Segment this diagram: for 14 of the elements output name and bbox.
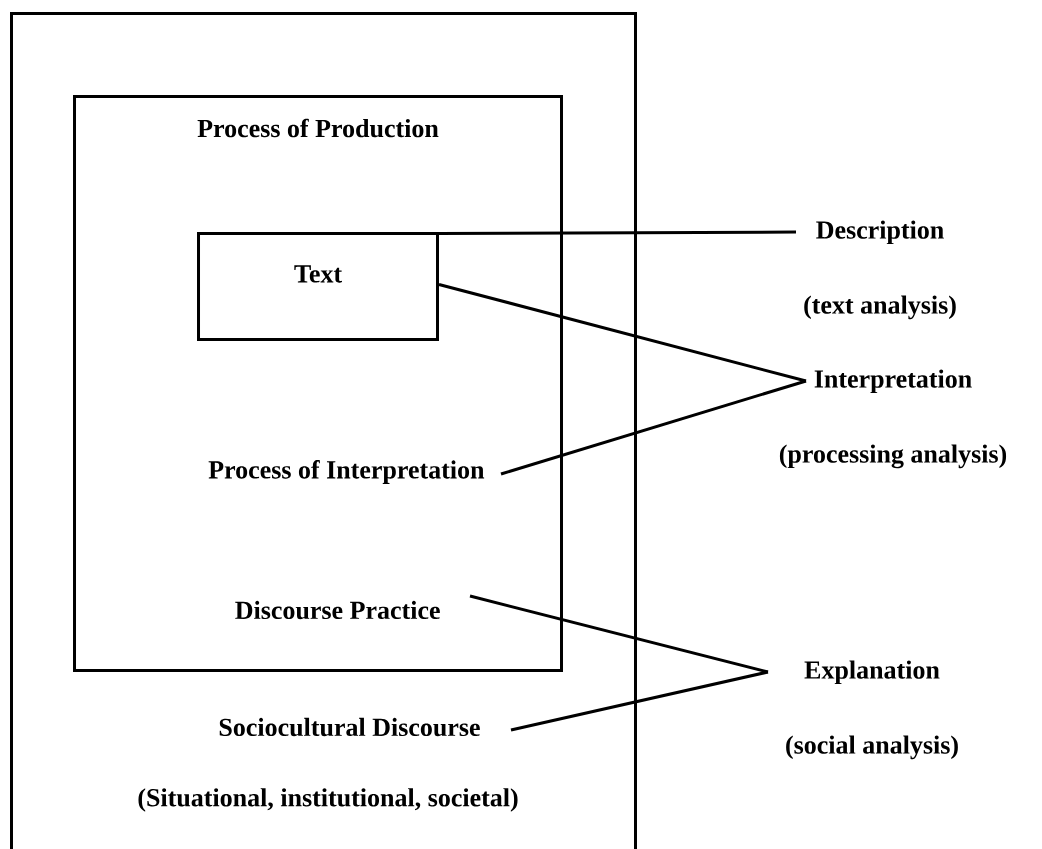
leader-line bbox=[510, 670, 769, 732]
text-label: Discourse Practice bbox=[235, 600, 440, 620]
note-text: (Situational, institutional, societal) bbox=[138, 788, 518, 812]
frame-box bbox=[10, 12, 637, 849]
leader-line bbox=[438, 283, 807, 383]
text-label: Sociocultural Discourse bbox=[219, 717, 480, 737]
text-box: Text bbox=[197, 232, 439, 341]
text-label: Process of Interpretation bbox=[208, 460, 485, 484]
analysis-label: Description (text analysis) bbox=[804, 220, 956, 320]
leader-line bbox=[469, 594, 769, 674]
analysis-label: Interpretation (processing analysis) bbox=[779, 369, 1007, 469]
leader-line bbox=[500, 379, 807, 476]
analysis-label: Explanation (social analysis) bbox=[786, 660, 958, 760]
leader-line bbox=[439, 230, 796, 235]
